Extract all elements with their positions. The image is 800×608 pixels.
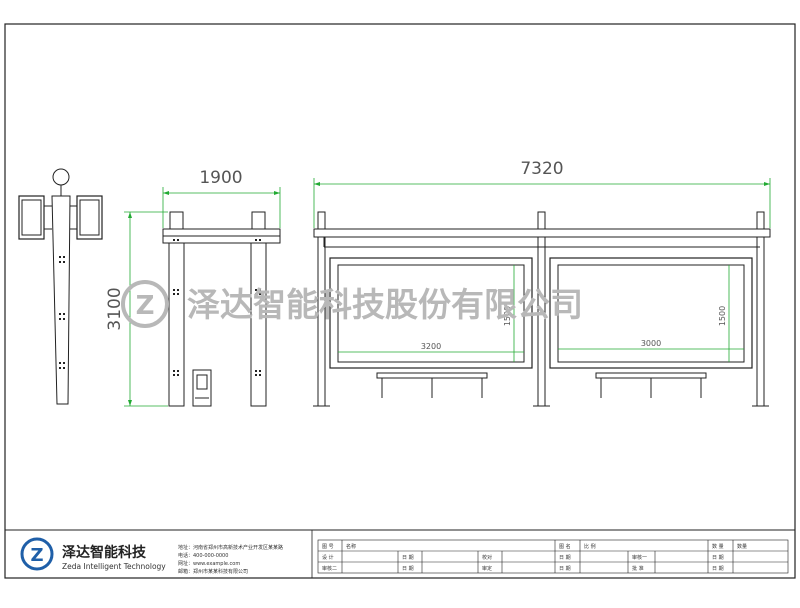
side-panel-left: [18, 195, 45, 240]
tb-cell: 日 期: [712, 555, 724, 561]
tb-cell: 批 准: [632, 565, 644, 572]
company-name-en: Zeda Intelligent Technology: [62, 562, 166, 571]
side-panel-right: [76, 195, 103, 240]
contact-line: 电话：400-000-0000: [178, 552, 228, 559]
dim-panel-right-width: 3000: [641, 339, 661, 348]
svg-text:Z: Z: [30, 545, 43, 566]
tb-cell: 校对: [482, 554, 492, 561]
watermark: Z 泽达智能科技股份有限公司: [121, 280, 583, 328]
contact-line: 网址：www.example.com: [178, 560, 240, 567]
side-view: [162, 211, 281, 407]
tb-cell: 数量: [737, 543, 747, 550]
dim-height: 3100: [105, 287, 125, 330]
lamp-ball: [52, 168, 70, 186]
side-column-left: [168, 242, 185, 407]
side-column-right: [250, 242, 267, 407]
tb-cell: 图 名: [559, 543, 571, 550]
dim-front-width: 7320: [520, 159, 563, 179]
dim-side-width: 1900: [199, 168, 242, 188]
tb-cell: 数 量: [712, 543, 724, 550]
tb-cell: 名称: [346, 543, 356, 550]
tb-cell: 日 期: [712, 566, 724, 572]
tb-cell: 日 期: [559, 555, 571, 561]
contact-line: 邮箱：郑州市某某科技有限公司: [178, 568, 248, 575]
front-view: [313, 211, 771, 407]
watermark-company: 泽达智能科技股份有限公司: [187, 285, 583, 324]
bench-right: [595, 372, 707, 379]
tb-cell: 设 计: [322, 554, 334, 561]
dim-panel-left-width: 3200: [421, 342, 441, 351]
tb-cell: 日 期: [402, 566, 414, 572]
sheet-border: [4, 23, 796, 579]
company-name-cn: 泽达智能科技: [62, 544, 147, 561]
tb-cell: 审核一: [632, 554, 647, 561]
dimension-lines: [124, 178, 771, 407]
front-panel-right: [549, 257, 753, 369]
profile-view: [18, 168, 103, 405]
svg-text:Z: Z: [136, 291, 155, 321]
title-block: Z 泽达智能科技 Zeda Intelligent Technology 地址：…: [5, 529, 795, 578]
dim-panel-right-height: 1500: [718, 306, 727, 326]
front-roof: [313, 228, 771, 238]
contact-line: 地址：河南省郑州市高新技术产业开发区某某路: [178, 544, 283, 551]
watermark-logo-icon: [121, 280, 169, 328]
company-logo-icon: [20, 537, 54, 571]
dim-panel-left-height: 1500: [503, 306, 512, 326]
tb-cell: 图 号: [322, 544, 334, 550]
tb-cell: 日 期: [559, 566, 571, 572]
tb-cell: 比 例: [584, 543, 596, 550]
bench-left: [376, 372, 488, 379]
trash-bin: [192, 369, 212, 407]
tb-cell: 审定: [482, 565, 492, 572]
front-panel-left: [329, 257, 533, 369]
tb-cell: 审核二: [322, 565, 337, 572]
tb-cell: 日 期: [402, 555, 414, 561]
profile-column: [51, 195, 71, 405]
front-column-right: [756, 236, 765, 407]
